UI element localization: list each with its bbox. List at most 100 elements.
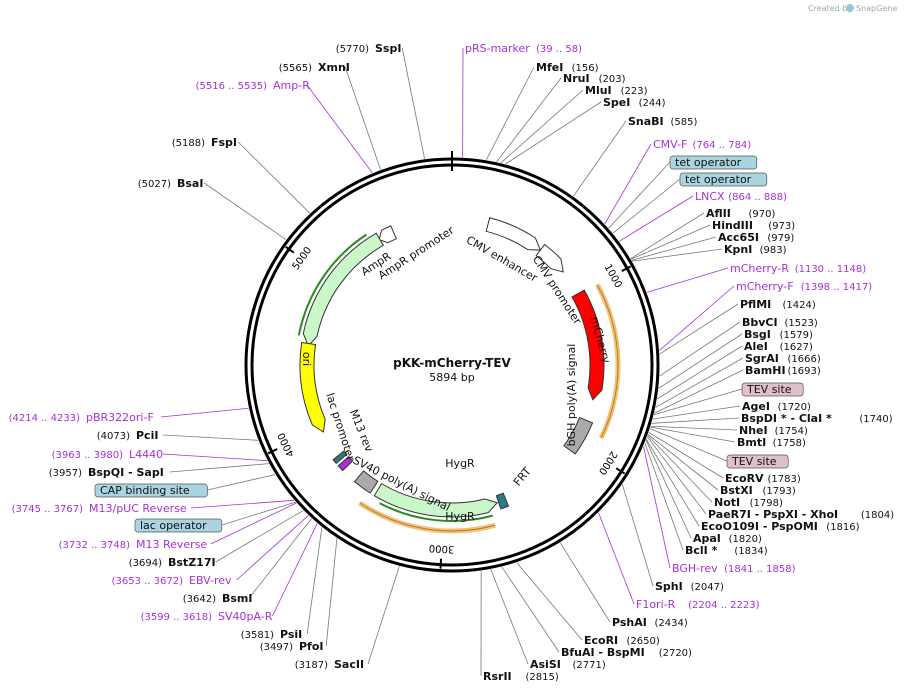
label-pos: (5565)	[279, 63, 312, 74]
leader-line	[501, 566, 560, 653]
site-label-rsrii: RsrII(2815)	[483, 670, 559, 683]
label-text: tet operator	[685, 173, 752, 186]
label-pos: (1693)	[788, 366, 821, 377]
label-name: mCherry-F	[736, 280, 794, 293]
label-pos: (3642)	[183, 594, 216, 605]
label-text: lac operator	[140, 519, 207, 532]
leader-line	[190, 499, 295, 509]
leader-line	[248, 518, 312, 599]
site-label-mcherry-r: mCherry-R(1130 .. 1148)	[730, 262, 866, 275]
label-name: EcoRI	[584, 634, 618, 647]
label-name: AleI	[744, 340, 768, 353]
label-name: XmnI	[318, 61, 350, 74]
leader-line	[630, 224, 711, 260]
site-label-lac-operator: lac operator	[134, 518, 223, 533]
leader-line	[401, 47, 425, 159]
leader-line	[654, 369, 744, 414]
label-box	[741, 382, 804, 397]
label-name: PfoI	[299, 640, 324, 653]
leader-line	[203, 182, 287, 241]
leader-line	[169, 463, 269, 473]
site-label-bfuai-bspmi: BfuAI - BspMI(2720)	[561, 646, 692, 659]
leader-line	[344, 66, 381, 170]
orf-arc-line	[359, 502, 496, 532]
feature-label: bGH poly(A) signal	[565, 344, 578, 447]
label-name: L4440	[129, 448, 163, 461]
scale-tick-label: 4000	[276, 431, 297, 459]
label-pos: (1783)	[768, 474, 801, 485]
label-pos: (2204 .. 2223)	[688, 600, 760, 611]
leader-line	[215, 510, 304, 563]
label-name: SpeI	[603, 96, 630, 109]
label-pos: (1804)	[861, 510, 894, 521]
leader-line	[651, 417, 740, 424]
feature-m13-rev	[337, 455, 354, 472]
feature-bgh-poly-a-signal	[563, 416, 594, 455]
site-label-cap-binding-site: CAP binding site	[94, 483, 208, 498]
leader-line	[367, 566, 400, 665]
label-pos: (1816)	[826, 522, 859, 533]
site-label-bmti: BmtI (1758)	[737, 436, 806, 449]
leader-line	[496, 77, 562, 163]
site-label-sgrai: SgrAI(1666)	[745, 352, 821, 365]
label-box	[726, 454, 789, 469]
label-name: BspQI - SapI	[88, 466, 164, 479]
label-pos: (3957)	[49, 468, 82, 479]
site-label-bsgi: BsgI(1579)	[744, 328, 813, 341]
plasmid-length: 5894 bp	[429, 371, 474, 384]
label-leader-lines	[160, 47, 744, 677]
site-label-prs-marker: pRS-marker(39 .. 58)	[465, 42, 582, 55]
label-name: LNCX	[695, 190, 725, 203]
leader-line	[619, 195, 694, 242]
leader-line	[645, 439, 700, 527]
leader-line	[559, 542, 611, 623]
site-label-tev-site: TEV site	[726, 454, 789, 469]
feature-ampr	[302, 232, 384, 347]
label-pos: (1666)	[788, 354, 821, 365]
plasmid-name: pKK-mCherry-TEV	[393, 356, 511, 370]
feature-sv40-poly-a-signal	[353, 470, 379, 494]
label-name: NotI	[714, 496, 740, 509]
label-pos: (3581)	[241, 630, 274, 641]
feature-ampr-promoter	[378, 225, 398, 244]
feature-cmv-promoter	[535, 243, 564, 273]
label-pos: (3745 .. 3767)	[12, 504, 84, 515]
label-pos: (1758)	[773, 438, 806, 449]
snapgene-credit: Created by SnapGene	[808, 4, 897, 13]
site-label-paer7i-pspxi-xhoi: PaeR7I - PspXI - XhoI (1804)	[708, 508, 894, 521]
label-pos: (203)	[599, 74, 626, 85]
label-name: BfuAI - BspMI	[561, 646, 645, 659]
label-pos: (4073)	[97, 431, 130, 442]
label-pos: (585)	[671, 117, 698, 128]
label-name: SphI	[655, 580, 683, 593]
scale-tick-3000	[439, 558, 443, 569]
leader-line	[650, 426, 736, 443]
site-label-bspqi-sapi: BspQI - SapI (3957)	[49, 466, 164, 479]
label-name: AsiSI	[530, 658, 561, 671]
site-labels: SspI(5770)XmnI(5565)Amp-R(5516 .. 5535)F…	[9, 42, 895, 683]
label-name: SacII	[334, 658, 364, 671]
label-name: HindIII	[712, 219, 753, 232]
label-name: PaeR7I - PspXI - XhoI	[708, 508, 838, 521]
leader-line	[646, 436, 707, 515]
leader-line	[306, 527, 323, 635]
site-label-agei: AgeI(1720)	[742, 400, 811, 413]
label-pos: (1627)	[780, 342, 813, 353]
site-label-cmv-f: CMV-F(764 .. 784)	[653, 138, 751, 151]
label-name: pRS-marker	[465, 42, 530, 55]
label-name: BmtI	[737, 436, 766, 449]
label-name: BclI *	[685, 544, 718, 557]
credit-prefix: Created by	[808, 4, 852, 13]
label-pos: (1793)	[763, 486, 796, 497]
site-label-hindiii: HindIII(973)	[712, 219, 795, 232]
label-name: Amp-R	[273, 79, 310, 92]
leader-line	[221, 501, 296, 526]
site-label-tet-operator: tet operator	[669, 155, 758, 170]
label-pos: (4214 .. 4233)	[9, 413, 81, 424]
site-label-m13-reverse: M13 Reverse(3732 .. 3748)	[59, 538, 208, 551]
leader-line	[647, 434, 719, 491]
leader-line	[272, 523, 318, 617]
site-label-lncx: LNCX(864 .. 888)	[695, 190, 787, 203]
leader-line	[598, 512, 635, 605]
